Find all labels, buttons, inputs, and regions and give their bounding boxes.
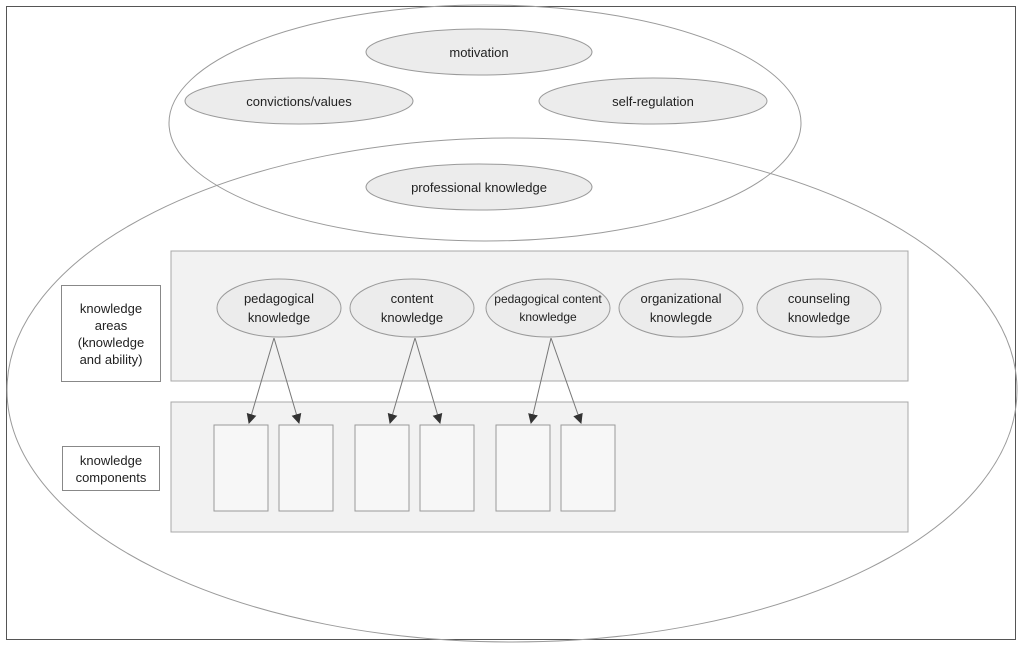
knowledge-areas-text: knowledge areas (knowledge and ability) <box>77 300 145 367</box>
area-label-line2: knowledge <box>519 310 577 324</box>
arrow <box>387 337 416 424</box>
area-pedagogical-content-knowledge: pedagogical content knowledge <box>485 278 611 338</box>
component-box <box>495 424 551 512</box>
arrow <box>414 337 443 424</box>
motivation-node: motivation <box>365 28 593 76</box>
self-regulation-node: self-regulation <box>538 77 768 125</box>
area-organizational-knowledge: organizational knowlegde <box>618 278 744 338</box>
arrow <box>273 337 302 424</box>
component-box <box>560 424 616 512</box>
upper-ellipse <box>168 4 802 242</box>
component-box <box>278 424 334 512</box>
area-counseling-knowledge: counseling knowledge <box>756 278 882 338</box>
arrow <box>246 337 275 424</box>
component-box <box>419 424 475 512</box>
knowledge-areas-side-label: knowledge areas (knowledge and ability) <box>61 285 161 382</box>
component-box <box>213 424 269 512</box>
area-label-line1: content <box>391 291 434 306</box>
area-pedagogical-knowledge: pedagogical knowledge <box>216 278 342 338</box>
convictions-values-label: convictions/values <box>246 94 352 109</box>
area-label-line1: pedagogical content <box>494 292 602 306</box>
professional-knowledge-label: professional knowledge <box>411 180 547 195</box>
figure-frame <box>6 6 1016 640</box>
area-content-knowledge: content knowledge <box>349 278 475 338</box>
professional-knowledge-node: professional knowledge <box>365 163 593 211</box>
motivation-label: motivation <box>449 45 508 60</box>
area-label-line2: knowledge <box>248 310 310 325</box>
area-label-line1: counseling <box>788 291 850 306</box>
convictions-values-node: convictions/values <box>184 77 414 125</box>
area-label-line2: knowlegde <box>650 310 712 325</box>
knowledge-components-text: knowledge components <box>75 452 147 485</box>
self-regulation-label: self-regulation <box>612 94 694 109</box>
arrow <box>528 337 552 424</box>
knowledge-components-side-label: knowledge components <box>62 446 160 491</box>
area-label-line2: knowledge <box>788 310 850 325</box>
area-label-line1: pedagogical <box>244 291 314 306</box>
lower-large-ellipse <box>6 137 1018 643</box>
arrow <box>550 337 583 424</box>
area-label-line2: knowledge <box>381 310 443 325</box>
area-label-line1: organizational <box>641 291 722 306</box>
component-box <box>354 424 410 512</box>
